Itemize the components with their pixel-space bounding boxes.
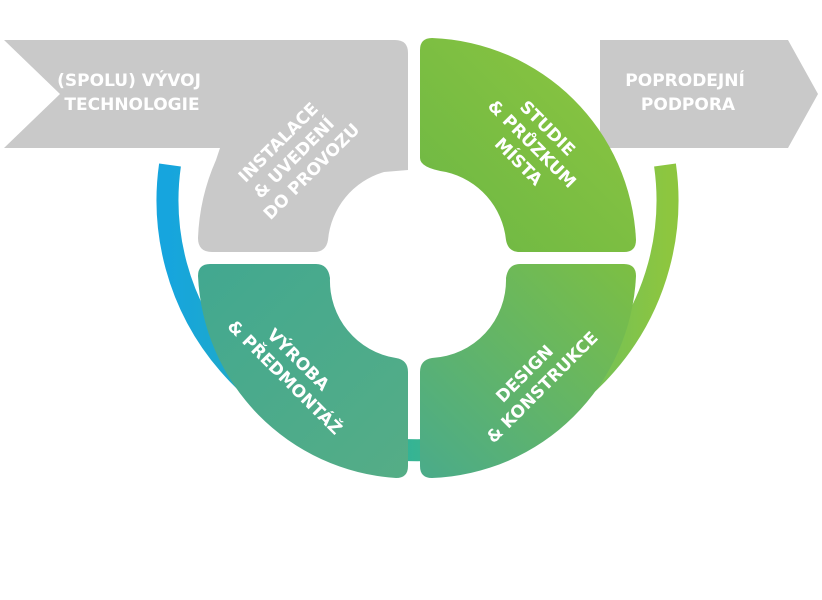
- project-management-ring: [156, 163, 679, 462]
- segment-bottom-left-shape: [198, 264, 408, 478]
- segment-top-left-shape: [198, 148, 408, 252]
- arrow-left-shape: [4, 40, 408, 148]
- arrow-right-label: POPRODEJNÍ PODPORA: [625, 69, 750, 115]
- arrow-right-shape: [600, 40, 818, 148]
- arrow-left-label: (SPOLU) VÝVOJ TECHNOLOGIE: [57, 69, 207, 115]
- ring-label: PROJEKTOVÝ MANAGEMENT: [321, 513, 515, 549]
- segment-bottom-right-shape: [420, 264, 636, 478]
- segment-top-right-shape: [420, 38, 636, 252]
